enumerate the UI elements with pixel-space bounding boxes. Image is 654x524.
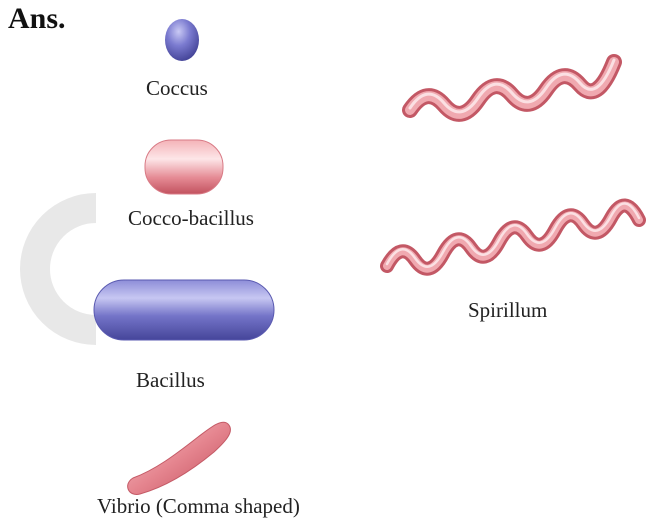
cocco-bacillus-label: Cocco-bacillus xyxy=(128,206,254,231)
spirillum-label: Spirillum xyxy=(468,298,547,323)
spirillum-upper xyxy=(410,60,614,114)
coccus-cell xyxy=(165,19,199,61)
vibrio-cell xyxy=(128,422,231,494)
vibrio-label: Vibrio (Comma shaped) xyxy=(97,494,300,519)
bacillus-cell xyxy=(94,280,274,340)
bacillus-label: Bacillus xyxy=(136,368,205,393)
coccus-label: Coccus xyxy=(146,76,208,101)
answer-heading: Ans. xyxy=(8,2,66,36)
spirillum-lower xyxy=(387,203,639,268)
cocco-bacillus-cell xyxy=(145,140,223,194)
watermark-c-shape xyxy=(35,208,96,330)
